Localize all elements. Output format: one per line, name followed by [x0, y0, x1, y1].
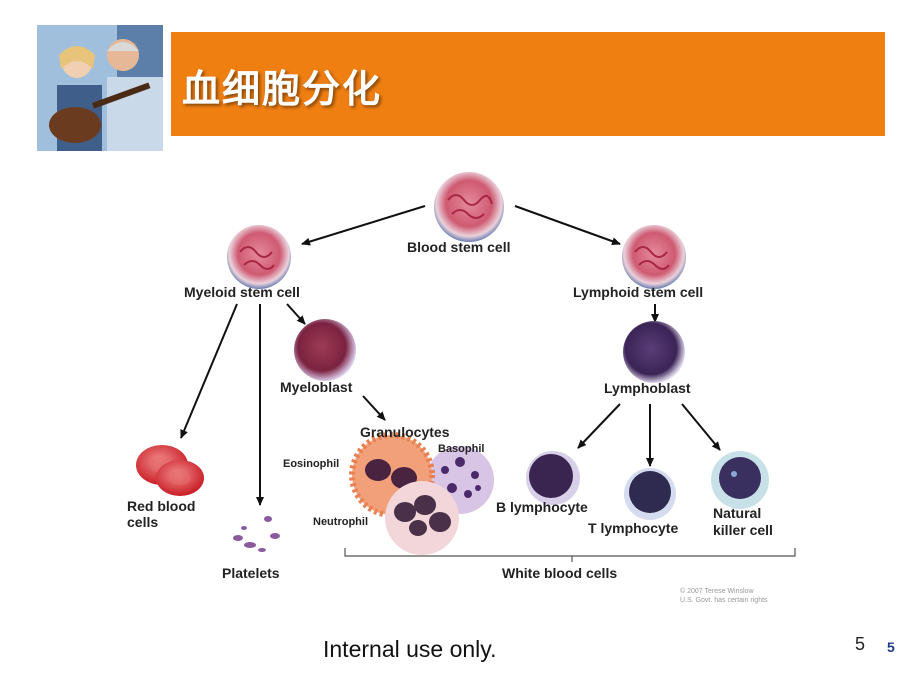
platelets-icon	[233, 516, 280, 552]
myeloblast-icon	[294, 319, 356, 381]
b-lymphocyte-icon	[526, 451, 580, 505]
white-blood-cells-bracket	[344, 548, 796, 562]
natural-killer-cell-icon	[711, 451, 769, 509]
credit-line2: U.S. Govt. has certain rights	[680, 597, 768, 604]
label-white-blood-cells: White blood cells	[502, 565, 617, 581]
label-red-blood-cells-line1: Red blood	[127, 498, 195, 514]
label-neutrophil: Neutrophil	[313, 516, 368, 528]
neutrophil-icon	[385, 481, 459, 555]
page-number-badge: 5	[887, 639, 895, 655]
label-basophil: Basophil	[438, 443, 484, 455]
footer-text: Internal use only.	[323, 636, 497, 662]
label-eosinophil: Eosinophil	[283, 458, 339, 470]
title-banner	[171, 32, 885, 136]
page-number: 5	[855, 634, 866, 654]
differentiation-arrows	[180, 205, 721, 506]
label-platelets: Platelets	[222, 565, 280, 581]
label-myeloblast: Myeloblast	[280, 379, 353, 395]
t-lymphocyte-icon	[624, 468, 676, 520]
label-lymphoblast: Lymphoblast	[604, 380, 691, 396]
label-myeloid-stem-cell: Myeloid stem cell	[184, 284, 300, 300]
label-t-lymphocyte: T lymphocyte	[588, 520, 678, 536]
label-lymphoid-stem-cell: Lymphoid stem cell	[573, 284, 703, 300]
red-blood-cells-icon	[136, 445, 204, 496]
label-natural-killer-line2: killer cell	[713, 522, 773, 538]
label-blood-stem-cell: Blood stem cell	[407, 239, 510, 255]
slide-title: 血细胞分化	[182, 67, 383, 111]
label-red-blood-cells-line2: cells	[127, 514, 158, 530]
header-photo	[37, 25, 163, 151]
blood-stem-cell-icon	[434, 172, 504, 242]
lymphoid-stem-cell-icon	[622, 225, 686, 289]
label-granulocytes: Granulocytes	[360, 424, 450, 440]
label-natural-killer-line1: Natural	[713, 505, 761, 521]
label-b-lymphocyte: B lymphocyte	[496, 499, 588, 515]
myeloid-stem-cell-icon	[227, 225, 291, 289]
credit-line1: © 2007 Terese Winslow	[680, 587, 754, 595]
lymphoblast-icon	[623, 321, 685, 383]
